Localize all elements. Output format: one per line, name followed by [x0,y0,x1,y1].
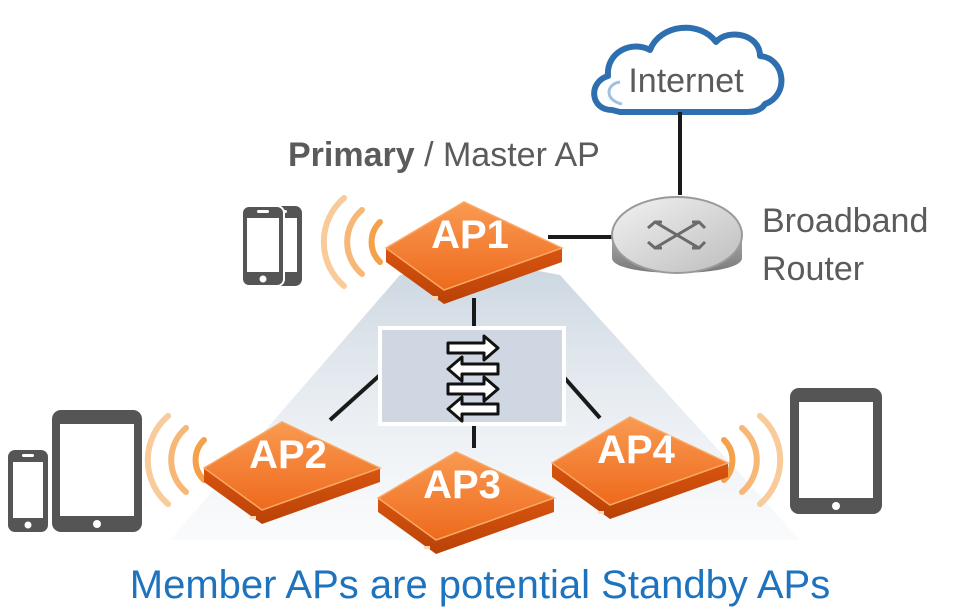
ap1-label: AP1 [431,213,509,257]
access-point-ap2: AP2 [202,421,382,524]
link-switch-ap4 [560,373,602,420]
signal-ap1-icon [320,195,383,289]
tablet-icon-right [790,388,882,514]
access-point-ap1: AP1 [384,201,564,304]
ap4-label: AP4 [597,428,676,472]
primary-label-rest: / Master AP [415,136,600,174]
router-label-line1: Broadband [762,202,928,240]
internet-label: Internet [628,62,744,100]
switch-arrows-icon [446,334,500,423]
caption: Member APs are potential Standby APs [130,563,830,607]
link-switch-ap2 [328,373,382,422]
primary-label-bold: Primary [288,136,415,174]
ap3-label: AP3 [423,463,501,507]
primary-ap-label: Primary / Master AP [288,136,600,174]
access-point-ap4: AP4 [550,416,730,519]
access-point-ap3: AP3 [376,451,556,554]
broadband-router [611,196,743,274]
phone-icon-left [8,450,48,532]
router-label-line2: Router [762,250,864,288]
signal-ap2-icon [144,413,207,507]
tablet-icon-left [52,410,142,532]
phone-icon-front [241,205,285,287]
ap2-label: AP2 [249,433,327,477]
switch-box [378,326,566,426]
internet-cloud: Internet [591,24,785,115]
router-arrows-icon [647,220,707,250]
